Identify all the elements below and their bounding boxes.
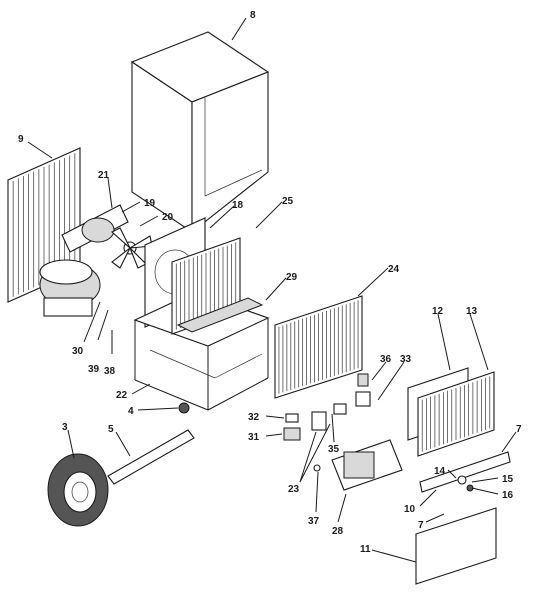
callout-4: 4 xyxy=(128,406,134,417)
cabinet-cover-part xyxy=(130,31,270,234)
transformer-part xyxy=(331,439,403,491)
axle-part xyxy=(107,429,195,485)
callout-30: 30 xyxy=(72,346,84,357)
callout-20: 20 xyxy=(162,212,174,223)
callout-11: 11 xyxy=(360,544,371,555)
front-grille-part xyxy=(417,371,495,457)
callout-33: 33 xyxy=(400,354,412,365)
callout-29: 29 xyxy=(286,272,298,283)
callout-3: 3 xyxy=(62,422,68,433)
callout-7: 7 xyxy=(516,424,522,435)
callout-31: 31 xyxy=(248,432,260,443)
wheel-part xyxy=(47,453,109,527)
callout-10: 10 xyxy=(404,504,416,515)
callout-7b: 7 xyxy=(418,520,424,531)
callout-12: 12 xyxy=(432,306,444,317)
callout-5: 5 xyxy=(108,424,114,435)
callout-21: 21 xyxy=(98,170,110,181)
callout-25: 25 xyxy=(282,196,294,207)
callout-8: 8 xyxy=(250,10,256,21)
callout-28: 28 xyxy=(332,526,344,537)
callout-19: 19 xyxy=(144,198,156,209)
callout-38: 38 xyxy=(104,366,116,377)
leader-lines xyxy=(27,17,517,563)
bottom-panel-part xyxy=(415,507,497,585)
callout-13: 13 xyxy=(466,306,478,317)
compressor-part xyxy=(39,259,101,317)
callout-15: 15 xyxy=(502,474,514,485)
callout-14: 14 xyxy=(434,466,446,477)
callout-37: 37 xyxy=(308,516,320,527)
callout-9: 9 xyxy=(18,134,24,145)
condenser-coil-part xyxy=(274,295,363,399)
callout-36: 36 xyxy=(380,354,392,365)
callout-labels: 8 9 21 19 20 18 25 29 24 30 39 38 22 4 1… xyxy=(18,10,522,555)
fan-motor-assembly xyxy=(61,204,153,269)
electrical-components xyxy=(283,373,371,472)
callout-24: 24 xyxy=(388,264,400,275)
callout-39: 39 xyxy=(88,364,100,375)
handle-bracket-part xyxy=(419,451,511,493)
callout-22: 22 xyxy=(116,390,128,401)
drain-pan-part xyxy=(176,297,264,333)
callout-23: 23 xyxy=(288,484,300,495)
callout-32: 32 xyxy=(248,412,260,423)
callout-35: 35 xyxy=(328,444,340,455)
callout-18: 18 xyxy=(232,200,244,211)
callout-16: 16 xyxy=(502,490,514,501)
